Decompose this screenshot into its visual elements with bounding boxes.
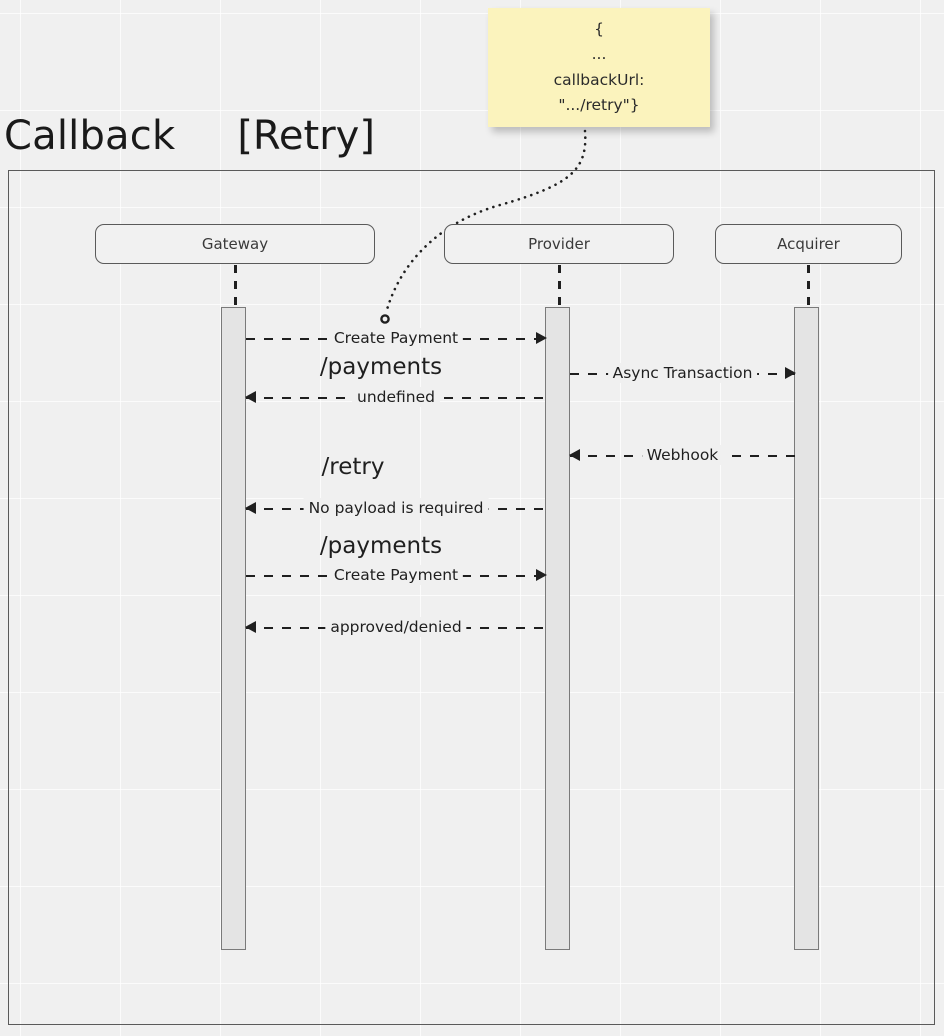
message-approved-denied[interactable]: approved/denied xyxy=(245,617,546,638)
message-label: undefined xyxy=(352,387,440,407)
message-label: Async Transaction xyxy=(607,363,758,383)
message-label: Create Payment xyxy=(328,565,464,585)
diagram-guard-label: [Retry] xyxy=(237,113,375,159)
participant-gateway[interactable]: Gateway xyxy=(95,224,375,264)
lifeline-gateway xyxy=(233,265,237,309)
activation-gateway xyxy=(221,307,246,950)
participant-label: Provider xyxy=(528,235,590,253)
message-async-transaction[interactable]: Async Transaction xyxy=(570,363,796,384)
arrowhead-right-icon xyxy=(536,332,547,344)
note-line-4: ".../retry"} xyxy=(558,95,640,114)
diagram-title-row: Callback [Retry] xyxy=(4,113,375,159)
arrowhead-left-icon xyxy=(245,502,256,514)
arrowhead-right-icon xyxy=(785,367,796,379)
diagram-frame xyxy=(8,170,935,1025)
participant-label: Acquirer xyxy=(777,235,840,253)
message-undefined-return[interactable]: undefined xyxy=(245,387,546,408)
note-line-2: ... xyxy=(591,45,607,64)
arrowhead-left-icon xyxy=(245,621,256,633)
participant-provider[interactable]: Provider xyxy=(444,224,674,264)
path-label-payments-1: /payments xyxy=(319,354,443,380)
lifeline-provider xyxy=(557,265,561,309)
arrowhead-left-icon xyxy=(569,449,580,461)
callback-url-note: { ... callbackUrl: ".../retry"} xyxy=(488,8,710,127)
message-label: approved/denied xyxy=(325,617,467,637)
message-label: Webhook xyxy=(641,445,724,465)
participant-acquirer[interactable]: Acquirer xyxy=(715,224,902,264)
arrowhead-left-icon xyxy=(245,391,256,403)
participant-label: Gateway xyxy=(201,235,269,253)
message-create-payment-2[interactable]: Create Payment xyxy=(246,565,547,586)
message-create-payment-1[interactable]: Create Payment xyxy=(246,328,547,349)
note-line-1: { xyxy=(594,20,604,39)
message-label: Create Payment xyxy=(328,328,464,348)
message-no-payload-required[interactable]: No payload is required xyxy=(245,498,546,519)
message-webhook[interactable]: Webhook xyxy=(569,445,795,466)
activation-provider xyxy=(545,307,570,950)
lifeline-acquirer xyxy=(806,265,810,309)
page-title: Callback xyxy=(4,113,176,159)
arrowhead-right-icon xyxy=(536,569,547,581)
path-label-payments-2: /payments xyxy=(319,533,443,559)
message-label: No payload is required xyxy=(303,498,489,518)
activation-acquirer xyxy=(794,307,819,950)
note-line-3: callbackUrl: xyxy=(553,70,645,89)
path-label-retry: /retry xyxy=(321,454,385,480)
